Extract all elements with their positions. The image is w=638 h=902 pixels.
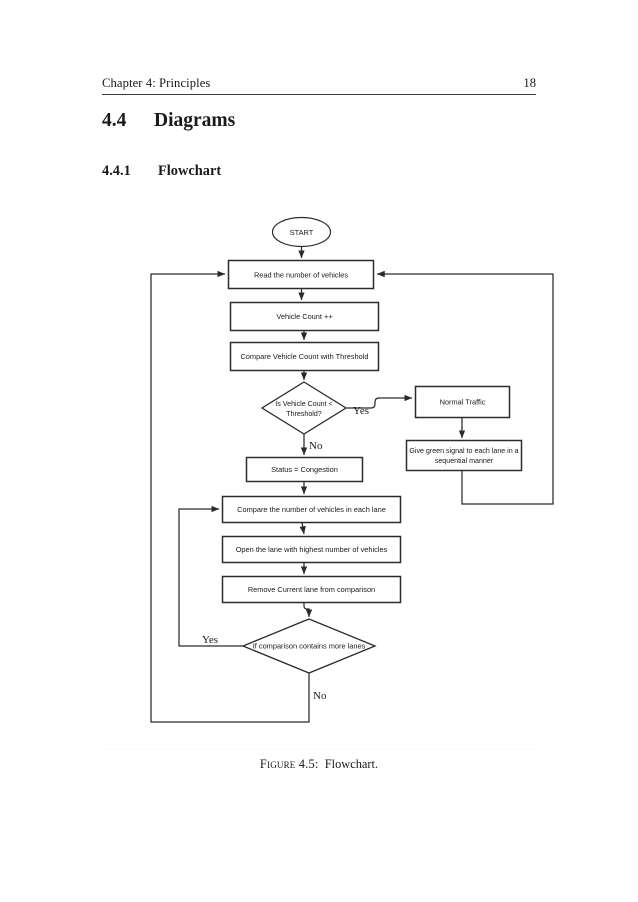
node-normal-traffic [414, 385, 511, 419]
node-compare-lanes [221, 495, 402, 524]
node-open-lane [221, 535, 402, 564]
edge-decision2-yes-loop [178, 505, 243, 647]
figure-caption-text: Flowchart. [324, 757, 379, 771]
header-rule [102, 94, 536, 95]
section-title: Diagrams [154, 110, 236, 131]
node-read [227, 259, 375, 290]
edge-decision2-no-loop [150, 270, 310, 723]
figure-caption: Figure 4.5: Flowchart. [0, 757, 638, 772]
edge-label-no-threshold: No [309, 440, 323, 452]
node-green-signal [405, 439, 523, 472]
edge-label-no-more-lanes: No [313, 690, 327, 702]
edge-label-yes-more-lanes: Yes [202, 634, 218, 646]
section-number: 4.4 [102, 110, 127, 131]
label-green-signal-line2: sequential manner [435, 457, 494, 465]
section-heading: 4.4 Diagrams [102, 110, 235, 132]
node-status-congestion [245, 456, 364, 483]
label-compare-threshold: Compare Vehicle Count with Threshold [240, 352, 368, 361]
node-remove-lane [221, 575, 402, 604]
label-normal-traffic: Normal Traffic [440, 398, 486, 407]
label-green-signal-line1: Give green signal to each lane in a [409, 447, 518, 455]
edge-removelane-decision2 [303, 602, 313, 618]
figure-caption-label: Figure 4.5: [259, 757, 319, 771]
label-status-congestion: Status = Congestion [271, 465, 338, 474]
subsection-title: Flowchart [158, 163, 222, 179]
node-decision-more-lanes [241, 618, 377, 674]
label-read: Read the number of vehicles [254, 271, 348, 280]
label-start: START [290, 228, 314, 237]
node-vehicle-count [229, 301, 380, 332]
page-number: 18 [523, 76, 536, 90]
running-header-title: Chapter 4: Principles [102, 76, 211, 90]
label-compare-lanes: Compare the number of vehicles in each l… [237, 505, 386, 514]
label-decision-more-lanes: If comparison contains more lanes [253, 642, 366, 651]
edge-green-loop-read [376, 270, 554, 505]
figure-top-rule [102, 203, 536, 204]
edge-label-yes-threshold: Yes [353, 405, 369, 417]
edge-decision-yes-normal [346, 394, 413, 409]
edge-comparelanes-openlane [299, 522, 306, 535]
node-compare-threshold [229, 341, 380, 372]
subsection-number: 4.4.1 [102, 163, 131, 179]
label-vehicle-count: Vehicle Count ++ [276, 312, 332, 321]
label-open-lane: Open the lane with highest number of veh… [236, 545, 388, 554]
subsection-heading: 4.4.1 Flowchart [102, 163, 221, 180]
node-decision-threshold [260, 381, 348, 435]
label-decision-threshold-line2: Threshold? [286, 410, 322, 418]
label-remove-lane: Remove Current lane from comparison [248, 585, 375, 594]
label-decision-threshold-line1: Is Vehicle Count < [275, 400, 332, 408]
figure-bottom-rule [102, 749, 536, 750]
page-header: Chapter 4: Principles 18 [102, 76, 536, 96]
node-start [271, 216, 332, 248]
